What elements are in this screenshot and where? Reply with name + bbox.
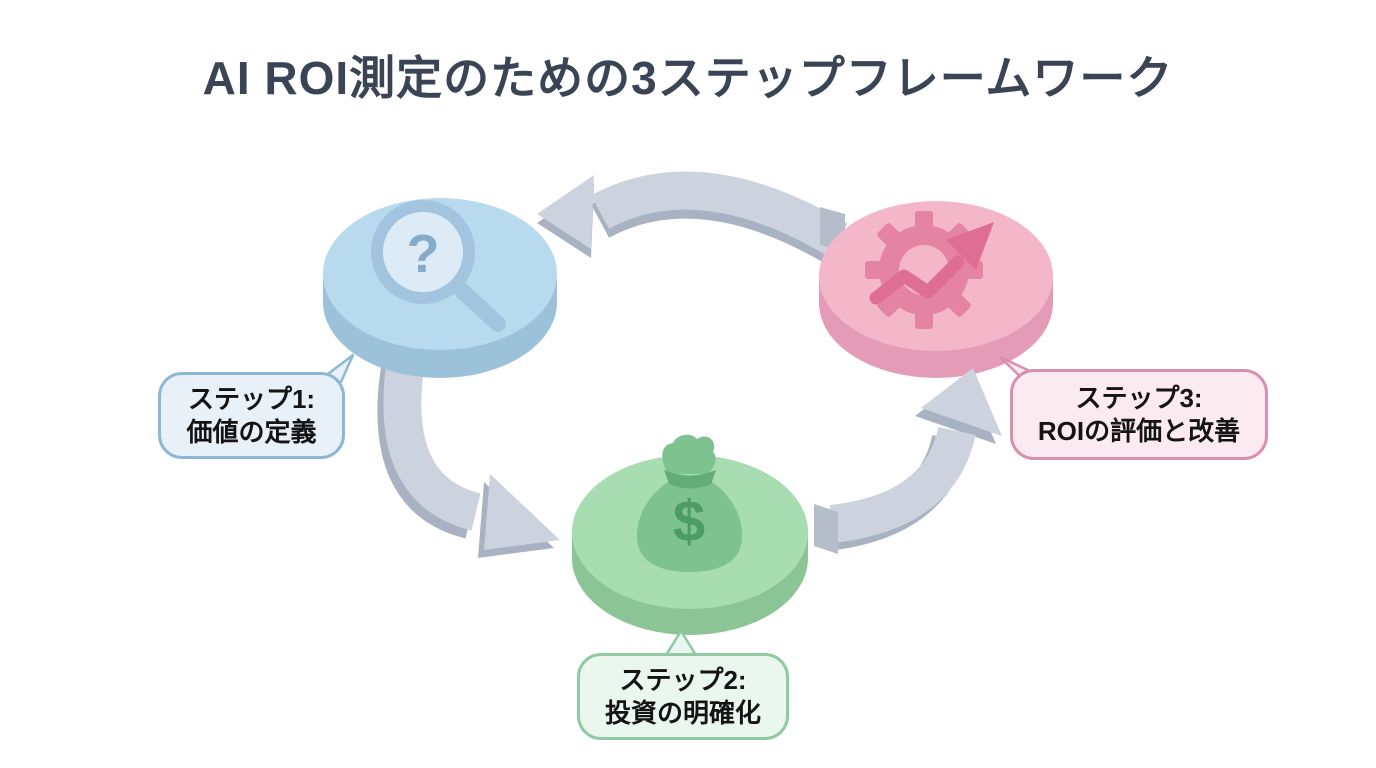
gear-growth-icon	[865, 211, 994, 329]
step3-label-line2: ROIの評価と改善	[1037, 415, 1241, 446]
dollar-glyph: $	[673, 489, 705, 554]
arrow-step3-to-step1	[537, 171, 848, 266]
magnifier-question-icon: ?	[371, 200, 506, 332]
step3-bubble: ステップ3: ROIの評価と改善	[1010, 369, 1268, 460]
step1-label-line2: 価値の定義	[186, 416, 317, 447]
step2-label-line2: 投資の明確化	[604, 697, 761, 728]
trend-arrow	[869, 222, 994, 305]
page-title: AI ROI測定のための3ステップフレームワーク	[202, 52, 1174, 104]
step2-bubble: ステップ2: 投資の明確化	[577, 653, 789, 740]
step3-disc	[819, 201, 1053, 378]
step3-label-line1: ステップ3:	[1075, 382, 1203, 413]
step2-disc: $	[572, 434, 808, 635]
money-bag-icon: $	[636, 434, 743, 572]
step1-label-line1: ステップ1:	[187, 383, 316, 414]
arrow-step2-to-step3	[814, 368, 1002, 554]
step2-label-line1: ステップ2:	[619, 664, 747, 695]
step1-bubble: ステップ1: 価値の定義	[158, 372, 345, 459]
step1-disc: ?	[323, 198, 557, 378]
arrow-step1-to-step2	[377, 357, 560, 558]
question-glyph: ?	[407, 224, 440, 284]
